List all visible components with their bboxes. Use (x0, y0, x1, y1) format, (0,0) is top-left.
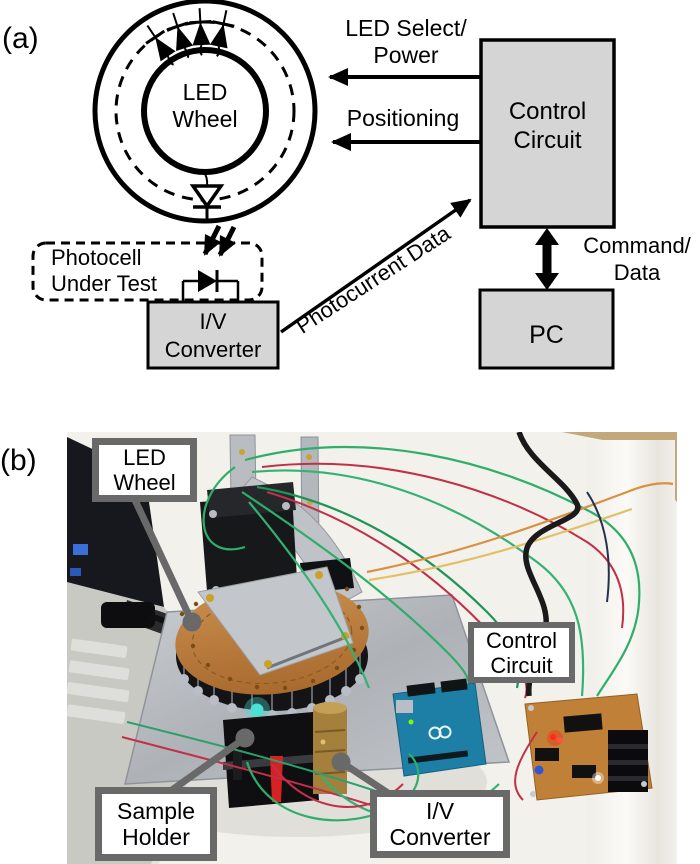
usb-plug (101, 602, 155, 628)
iv-converter-line1: I/V (199, 309, 227, 334)
panel-a-letter: (a) (2, 22, 39, 55)
command-data-line1: Command/ (583, 233, 691, 258)
wheel-bottom-diode (189, 169, 225, 221)
trimpot (534, 765, 544, 775)
wheel-label-line1: LED (182, 79, 228, 105)
panel-b-letter: (b) (0, 444, 37, 477)
photocell-line1: Photocell (51, 245, 142, 270)
led-select-label: LED Select/ Power (336, 15, 476, 69)
callout-dots (182, 612, 351, 772)
photo-sample-holder-label: Sample Holder (95, 787, 217, 861)
photocurrent-arrow (279, 198, 472, 334)
sample-holder-leader (169, 735, 248, 793)
photocell-dashed-box (31, 241, 264, 302)
led-wheel-symbol (92, 0, 318, 224)
panel-a-diagram (31, 0, 616, 370)
photo-led-wheel-label: LED Wheel (92, 438, 197, 502)
photo-led-wheel-line2: Wheel (113, 470, 176, 495)
wheel-top-leds (145, 8, 235, 66)
led-wheel-assembly (175, 566, 369, 720)
pc-box (478, 288, 615, 370)
led-select-line1: LED Select/ (345, 15, 467, 41)
stepper-motor (200, 494, 298, 604)
light-ray-arrows (202, 224, 237, 257)
photo-iv-converter-line1: I/V (425, 798, 455, 824)
control-circuit-label: Control Circuit (481, 97, 614, 155)
iv-converter-line2: Converter (164, 337, 262, 362)
control-circuit-line2: Circuit (513, 127, 582, 154)
photodiode-symbol (181, 270, 240, 303)
wheel-label-line2: Wheel (172, 106, 238, 132)
paper-roll-edge (587, 440, 675, 864)
led-wheel-leader (131, 498, 196, 624)
positioning-label: Positioning (346, 105, 460, 131)
red-clip (270, 756, 283, 802)
command-data-line2: Data (613, 260, 661, 285)
led-select-line2: Power (373, 42, 439, 68)
command-data-arrow (535, 228, 559, 290)
control-circuit-line1: Control (508, 98, 587, 125)
photo-control-circuit-label: Control Circuit (468, 622, 575, 683)
iv-converter-label: I/V Converter (148, 308, 278, 364)
iv-converter-box (146, 300, 280, 370)
dip-ic (563, 713, 603, 733)
wheel-label: LED Wheel (145, 79, 265, 133)
photo-control-circuit-line2: Circuit (490, 652, 553, 678)
command-data-label: Command/ Data (578, 232, 696, 286)
pc-label: PC (529, 321, 564, 349)
photocell-line2: Under Test (51, 271, 157, 296)
photo-sample-holder-line1: Sample (117, 798, 195, 824)
photo-iv-converter-label: I/V Converter (370, 790, 510, 858)
photo-led-wheel-line1: LED (123, 445, 166, 470)
control-circuit-box (479, 38, 616, 229)
heat-sink (608, 730, 648, 792)
photo-iv-converter-line2: Converter (389, 824, 491, 850)
arduino-board (392, 678, 487, 777)
photo-sample-holder-line2: Holder (122, 824, 190, 850)
photo-control-circuit-line1: Control (486, 627, 557, 653)
custom-pcb (524, 693, 653, 801)
photocell-label: Photocell Under Test (51, 245, 201, 297)
